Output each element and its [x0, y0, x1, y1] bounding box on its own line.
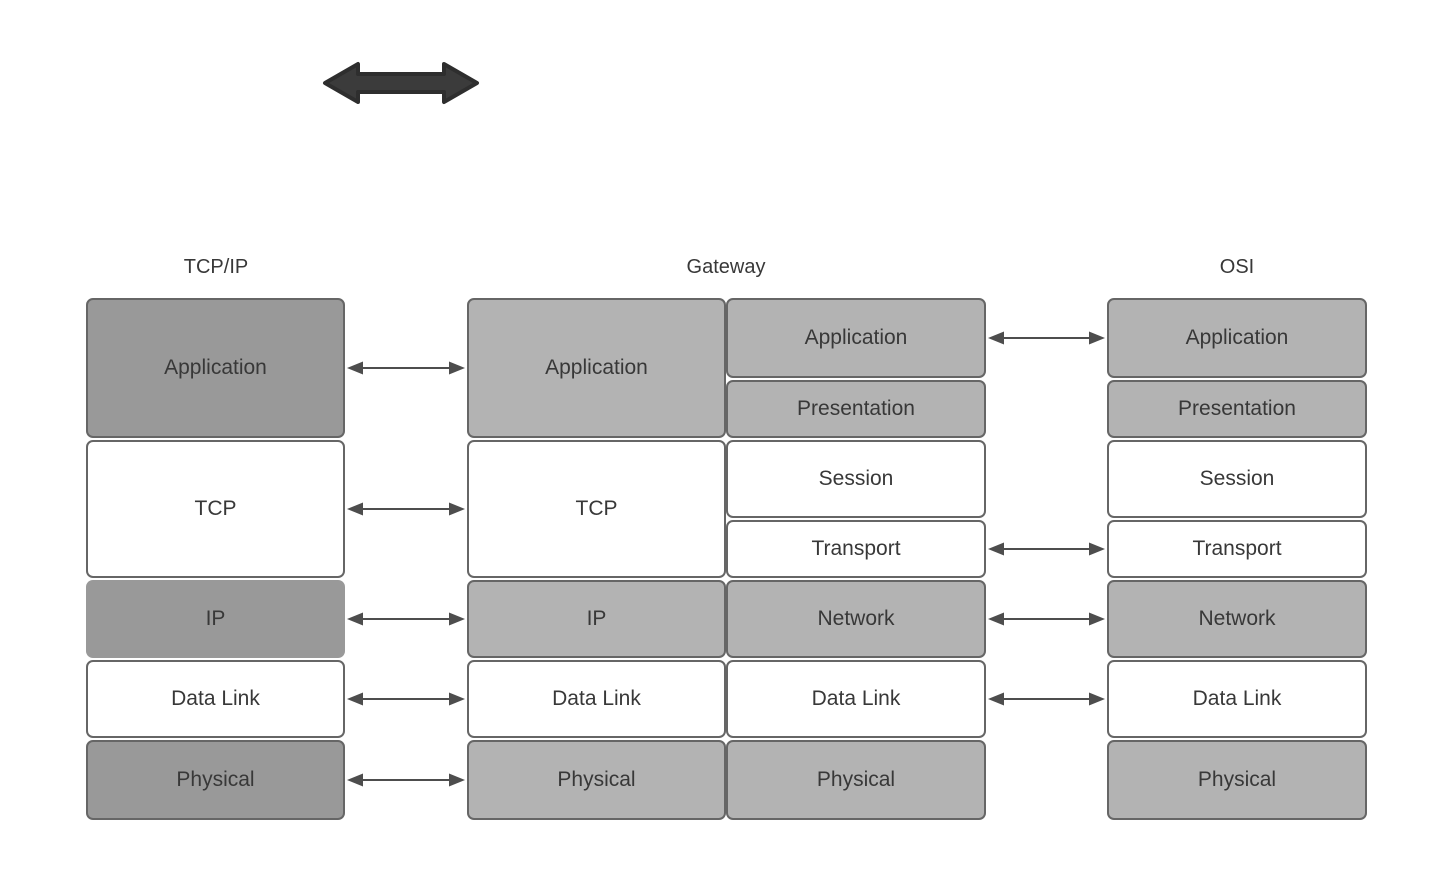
- layer-box-gateway-right-transport: Transport: [726, 520, 986, 578]
- layer-label: Application: [164, 356, 267, 379]
- layer-box-osi-data-link: Data Link: [1107, 660, 1367, 738]
- layer-box-osi-application: Application: [1107, 298, 1367, 378]
- layer-box-gateway-right-network: Network: [726, 580, 986, 658]
- layer-label: Data Link: [811, 687, 901, 710]
- layer-box-tcpip-application: Application: [86, 298, 345, 438]
- layer-label: Network: [1198, 607, 1276, 630]
- layer-label: Session: [818, 467, 894, 490]
- layer-box-gateway-right-presentation: Presentation: [726, 380, 986, 438]
- layer-label: Transport: [811, 537, 901, 560]
- layer-label: Data Link: [171, 687, 260, 710]
- layer-box-gateway-left-application: Application: [467, 298, 726, 438]
- layer-label: Physical: [557, 768, 636, 791]
- column-header-gateway: Gateway: [686, 256, 766, 278]
- layer-box-tcpip-tcp: TCP: [86, 440, 345, 578]
- layer-box-osi-transport: Transport: [1107, 520, 1367, 578]
- layer-label: Network: [817, 607, 895, 630]
- double-headed-arrow-tcpip-gateway-application: [347, 361, 465, 375]
- layer-box-gateway-left-physical: Physical: [467, 740, 726, 820]
- layer-label: Presentation: [797, 397, 915, 420]
- column-header-tcpip: TCP/IP: [183, 256, 249, 278]
- double-headed-arrow-tcpip-gateway-ip: [347, 612, 465, 626]
- layer-label: IP: [586, 607, 607, 630]
- layer-box-tcpip-ip: IP: [86, 580, 345, 658]
- layer-box-osi-session: Session: [1107, 440, 1367, 518]
- layer-label: Transport: [1192, 537, 1282, 560]
- layer-label: Physical: [1197, 768, 1277, 791]
- double-headed-arrow-tcpip-gateway-tcp: [347, 502, 465, 516]
- layer-box-gateway-right-physical: Physical: [726, 740, 986, 820]
- layer-label: Physical: [816, 768, 896, 791]
- layer-box-gateway-left-tcp: TCP: [467, 440, 726, 578]
- double-headed-arrow-gateway-osi-application: [988, 331, 1105, 345]
- layer-label: Data Link: [1192, 687, 1282, 710]
- double-headed-arrow-gateway-osi-transport: [988, 542, 1105, 556]
- layer-box-osi-presentation: Presentation: [1107, 380, 1367, 438]
- layer-box-osi-network: Network: [1107, 580, 1367, 658]
- layer-label: Presentation: [1178, 397, 1296, 420]
- double-headed-arrow-tcpip-gateway-data-link: [347, 692, 465, 706]
- layer-label: TCP: [194, 497, 237, 520]
- layer-label: Application: [1185, 326, 1289, 349]
- layer-label: IP: [205, 607, 226, 630]
- double-headed-arrow-gateway-osi-data-link: [988, 692, 1105, 706]
- layer-box-gateway-left-data-link: Data Link: [467, 660, 726, 738]
- double-headed-arrow-gateway-osi-network: [988, 612, 1105, 626]
- layer-label: Session: [1199, 467, 1275, 490]
- layer-box-gateway-right-data-link: Data Link: [726, 660, 986, 738]
- layer-label: Application: [804, 326, 908, 349]
- layer-box-tcpip-data-link: Data Link: [86, 660, 345, 738]
- double-headed-arrow-tcpip-gateway-physical: [347, 773, 465, 787]
- layer-box-gateway-left-ip: IP: [467, 580, 726, 658]
- layer-box-osi-physical: Physical: [1107, 740, 1367, 820]
- layer-box-gateway-right-application: Application: [726, 298, 986, 378]
- layer-label: Data Link: [552, 687, 641, 710]
- layer-box-gateway-right-session: Session: [726, 440, 986, 518]
- layer-box-tcpip-physical: Physical: [86, 740, 345, 820]
- layer-label: TCP: [575, 497, 618, 520]
- layer-label: Physical: [176, 768, 255, 791]
- layer-label: Application: [545, 356, 648, 379]
- column-header-osi: OSI: [1219, 256, 1255, 278]
